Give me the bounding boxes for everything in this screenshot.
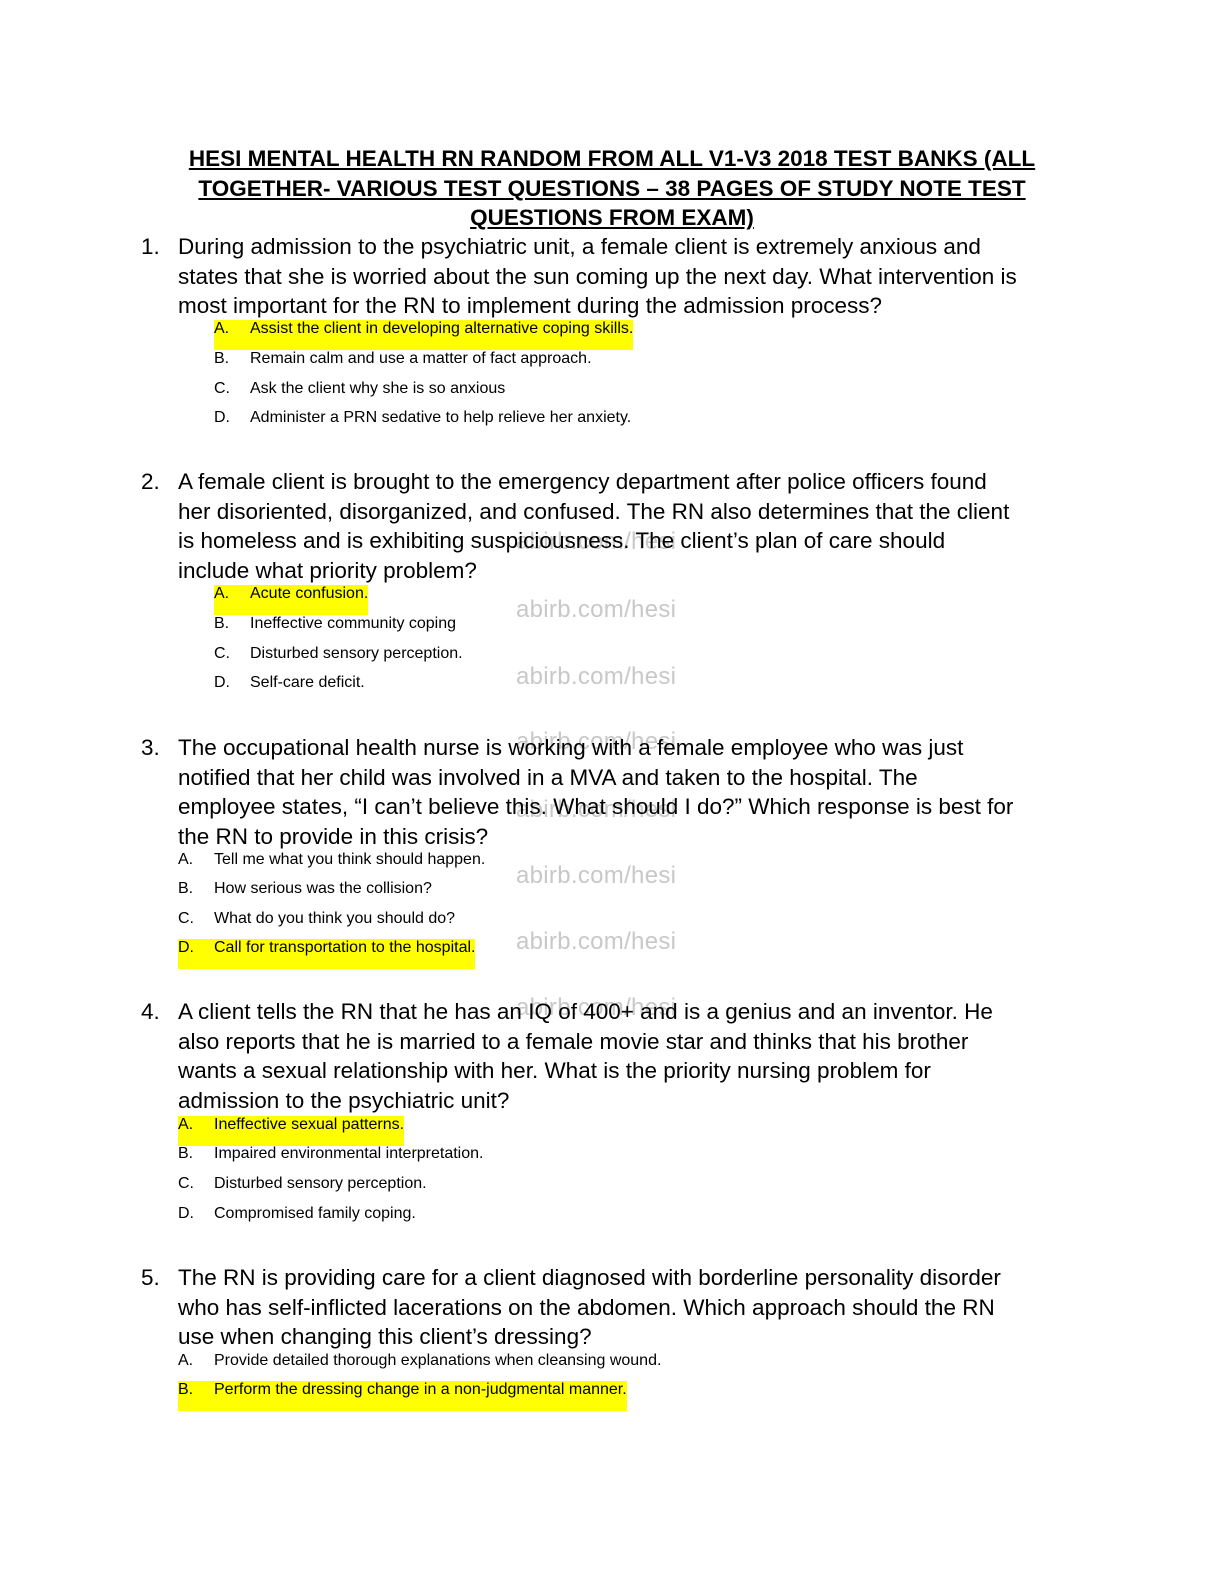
- question-line: her disoriented, disorganized, and confu…: [178, 498, 1010, 524]
- answer-option: C. Disturbed sensory perception.: [214, 645, 463, 675]
- option-text: Tell me what you think should happen.: [214, 851, 486, 868]
- question-line: most important for the RN to implement d…: [178, 293, 883, 319]
- answer-option-highlighted: D. Call for transportation to the hospita…: [178, 939, 476, 969]
- option-label: A.: [178, 851, 194, 868]
- watermark-text: abirb.com/hesi: [516, 862, 677, 889]
- option-label: C.: [178, 1175, 194, 1192]
- option-label: C.: [214, 380, 230, 397]
- answer-option: D. Compromised family coping.: [178, 1205, 416, 1235]
- question-line: include what priority problem?: [178, 558, 477, 584]
- answer-option: B. Ineffective community coping: [214, 615, 456, 645]
- question-number: 5.: [141, 1265, 160, 1290]
- option-text: How serious was the collision?: [214, 880, 432, 897]
- watermark-text: abirb.com/hesi: [516, 528, 677, 555]
- question-text: During admission to the psychiatric unit…: [178, 232, 1078, 321]
- answer-option: C. Ask the client why she is so anxious: [214, 380, 505, 410]
- answer-option: D. Self-care deficit.: [214, 674, 365, 704]
- question-text: A client tells the RN that he has an IQ …: [178, 997, 1078, 1116]
- option-label: A.: [214, 320, 230, 337]
- option-text: Self-care deficit.: [250, 674, 365, 691]
- watermark-text: abirb.com/hesi: [516, 728, 677, 755]
- question-line: admission to the psychiatric unit?: [178, 1088, 510, 1114]
- answer-option: B. How serious was the collision?: [178, 880, 432, 910]
- question-number: 4.: [141, 999, 160, 1024]
- option-label: D.: [214, 674, 230, 691]
- option-label: A.: [214, 585, 230, 602]
- question-line: the RN to provide in this crisis?: [178, 824, 489, 850]
- question-line: states that she is worried about the sun…: [178, 263, 1017, 289]
- option-label: A.: [178, 1352, 194, 1369]
- title-line: HESI MENTAL HEALTH RN RANDOM FROM ALL V1…: [188, 146, 1036, 171]
- option-text: Impaired environmental interpretation.: [214, 1145, 484, 1162]
- question-line: notified that her child was involved in …: [178, 764, 918, 790]
- answer-option: A. Tell me what you think should happen.: [178, 851, 485, 881]
- watermark-text: abirb.com/hesi: [516, 994, 677, 1021]
- title-line: TOGETHER- VARIOUS TEST QUESTIONS – 38 PA…: [198, 175, 1026, 201]
- option-text: Ineffective sexual patterns.: [214, 1116, 405, 1133]
- question-line: employee states, “I can’t believe this. …: [178, 794, 1014, 820]
- answer-option-highlighted: B. Perform the dressing change in a non-j…: [178, 1381, 627, 1411]
- option-text: Disturbed sensory perception.: [214, 1175, 427, 1192]
- option-label: D.: [178, 1205, 194, 1222]
- answer-option: C. Disturbed sensory perception.: [178, 1175, 427, 1205]
- question-number: 2.: [141, 469, 160, 494]
- option-label: B.: [178, 1381, 194, 1398]
- question-line: use when changing this client’s dressing…: [178, 1324, 592, 1350]
- option-label: B.: [178, 880, 194, 897]
- question-line: The RN is providing care for a client di…: [178, 1265, 1001, 1290]
- question-line: also reports that he is married to a fem…: [178, 1028, 969, 1054]
- option-label: D.: [178, 939, 194, 956]
- option-label: D.: [214, 409, 230, 426]
- answer-option: A. Provide detailed thorough explanations…: [178, 1352, 661, 1382]
- option-text: Disturbed sensory perception.: [250, 645, 463, 662]
- answer-option: B. Remain calm and use a matter of fact a…: [214, 350, 592, 380]
- answer-option-highlighted: A. Ineffective sexual patterns.: [178, 1116, 405, 1146]
- question-line: The occupational health nurse is working…: [178, 735, 964, 760]
- title-line: QUESTIONS FROM EXAM): [470, 205, 754, 230]
- question-line: A female client is brought to the emerge…: [178, 469, 987, 494]
- option-label: C.: [178, 910, 194, 927]
- watermark-text: abirb.com/hesi: [516, 596, 677, 623]
- option-text: Provide detailed thorough explanations w…: [214, 1352, 662, 1369]
- question-line: During admission to the psychiatric unit…: [178, 234, 981, 259]
- question-text: The RN is providing care for a client di…: [178, 1263, 1078, 1352]
- option-text: Assist the client in developing alternat…: [250, 320, 634, 337]
- answer-option-highlighted: A. Assist the client in developing altern…: [214, 320, 634, 350]
- question-line: wants a sexual relationship with her. Wh…: [178, 1058, 931, 1084]
- option-text: Perform the dressing change in a non-jud…: [214, 1381, 627, 1398]
- option-label: B.: [214, 615, 230, 632]
- option-text: Call for transportation to the hospital.: [214, 939, 476, 956]
- question-number: 1.: [141, 234, 160, 259]
- option-text: Ineffective community coping: [250, 615, 457, 632]
- question-text: The occupational health nurse is working…: [178, 733, 1078, 852]
- document-title: HESI MENTAL HEALTH RN RANDOM FROM ALL V1…: [130, 144, 1094, 233]
- answer-option: C. What do you think you should do?: [178, 910, 455, 940]
- question-line: who has self-inflicted lacerations on th…: [178, 1294, 995, 1320]
- option-label: C.: [214, 645, 230, 662]
- option-text: Remain calm and use a matter of fact app…: [250, 350, 592, 367]
- option-text: Compromised family coping.: [214, 1205, 416, 1222]
- option-label: A.: [178, 1116, 194, 1133]
- option-text: Acute confusion.: [250, 585, 369, 602]
- answer-option-highlighted: A. Acute confusion.: [214, 585, 369, 615]
- watermark-text: abirb.com/hesi: [516, 928, 677, 955]
- option-text: Administer a PRN sedative to help reliev…: [250, 409, 632, 426]
- option-label: B.: [214, 350, 230, 367]
- answer-option: B. Impaired environmental interpretation.: [178, 1145, 483, 1175]
- watermark-text: abirb.com/hesi: [516, 796, 677, 823]
- answer-option: D. Administer a PRN sedative to help reli…: [214, 409, 631, 439]
- watermark-text: abirb.com/hesi: [516, 663, 677, 690]
- question-line: A client tells the RN that he has an IQ …: [178, 999, 993, 1024]
- question-line: is homeless and is exhibiting suspicious…: [178, 528, 946, 554]
- question-text: A female client is brought to the emerge…: [178, 467, 1078, 586]
- option-text: What do you think you should do?: [214, 910, 456, 927]
- option-label: B.: [178, 1145, 194, 1162]
- question-number: 3.: [141, 735, 160, 760]
- option-text: Ask the client why she is so anxious: [250, 380, 506, 397]
